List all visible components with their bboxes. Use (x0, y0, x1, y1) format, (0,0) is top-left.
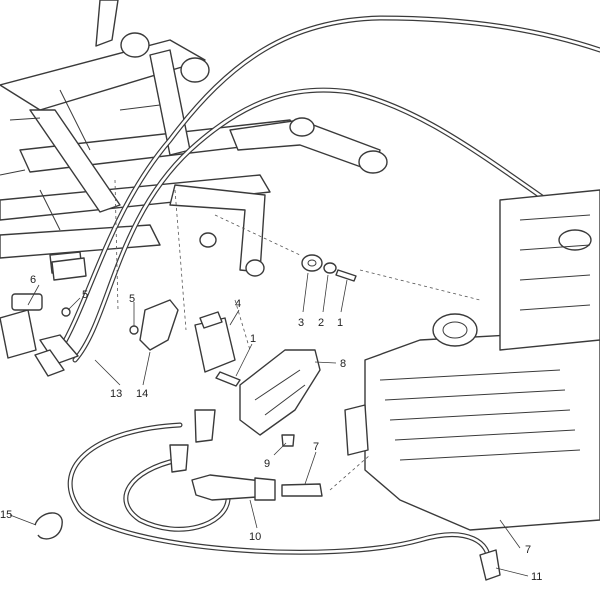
screw-1-coil (215, 371, 241, 387)
frame (0, 0, 388, 277)
ignition-coil-area (129, 299, 241, 473)
callout-5-coil: 5 (129, 293, 135, 305)
frame-top-boss (120, 32, 150, 58)
frame-mount-boss (199, 232, 217, 248)
bracket-plate (51, 257, 87, 281)
engine-rear-cylinder (499, 189, 600, 351)
ignition-module-left (0, 309, 37, 359)
coil-cap (199, 311, 223, 329)
side-cover-8 (239, 349, 321, 436)
engine-intake (432, 313, 478, 347)
engine-fins (379, 369, 581, 461)
screw-5-coil (129, 325, 139, 335)
frame-detail-lines (0, 89, 161, 231)
ignition-coil-4 (194, 317, 236, 373)
callout-9: 9 (264, 458, 270, 470)
screw-9 (281, 434, 295, 447)
connector-block (11, 293, 43, 311)
frame-lower-rail (0, 224, 161, 259)
callout-14: 14 (136, 388, 148, 400)
leader-lines (9, 272, 529, 577)
frame-top-bracket (95, 0, 119, 47)
cable-clip-15 (34, 512, 63, 540)
frame-diagonal-tube (29, 109, 121, 213)
spark-plug-7-left (281, 483, 323, 497)
frame-rear-bracket (169, 184, 266, 273)
washer-2 (323, 262, 337, 274)
frame-cross-rail (0, 174, 271, 221)
callout-7-right: 7 (525, 544, 531, 556)
callout-6: 6 (30, 274, 36, 286)
small-parts-123 (301, 254, 357, 282)
callout-10: 10 (249, 531, 261, 543)
callout-13: 13 (110, 388, 122, 400)
frame-arm-end (358, 150, 388, 174)
coil-bracket-14 (139, 299, 179, 351)
plug-cap-11 (479, 549, 501, 581)
callout-8: 8 (340, 358, 346, 370)
callout-1-bolt: 1 (337, 317, 343, 329)
engine-side-plate (344, 404, 369, 456)
callout-3: 3 (298, 317, 304, 329)
left-connector-cluster (0, 257, 87, 377)
callout-2: 2 (318, 317, 324, 329)
callout-7-left: 7 (313, 441, 319, 453)
assembly-lines (114, 179, 481, 491)
callouts: 6 5 5 4 1 3 2 1 8 9 7 10 7 11 13 14 15 (0, 274, 542, 583)
plug-cap-upper (194, 409, 216, 443)
callout-5-left: 5 (82, 289, 88, 301)
callout-1-coil: 1 (250, 333, 256, 345)
callout-15: 15 (0, 509, 12, 521)
frame-pivot-boss (289, 117, 315, 137)
cover-ribs (254, 369, 306, 416)
callout-11: 11 (531, 571, 542, 583)
cable-boot-right (34, 349, 65, 377)
bolt-1 (335, 269, 357, 282)
frame-lower-boss (245, 259, 265, 277)
frame-side-boss (180, 57, 210, 83)
engine-rear-fins (519, 214, 591, 311)
washer-3 (301, 254, 323, 272)
plug-cap-lower (169, 444, 189, 473)
engine (344, 189, 600, 531)
callout-4: 4 (235, 298, 241, 310)
coil-collar (254, 477, 276, 501)
cover-8 (239, 349, 321, 447)
engine-cylinder-head (364, 329, 600, 531)
ht-cables (57, 15, 600, 563)
